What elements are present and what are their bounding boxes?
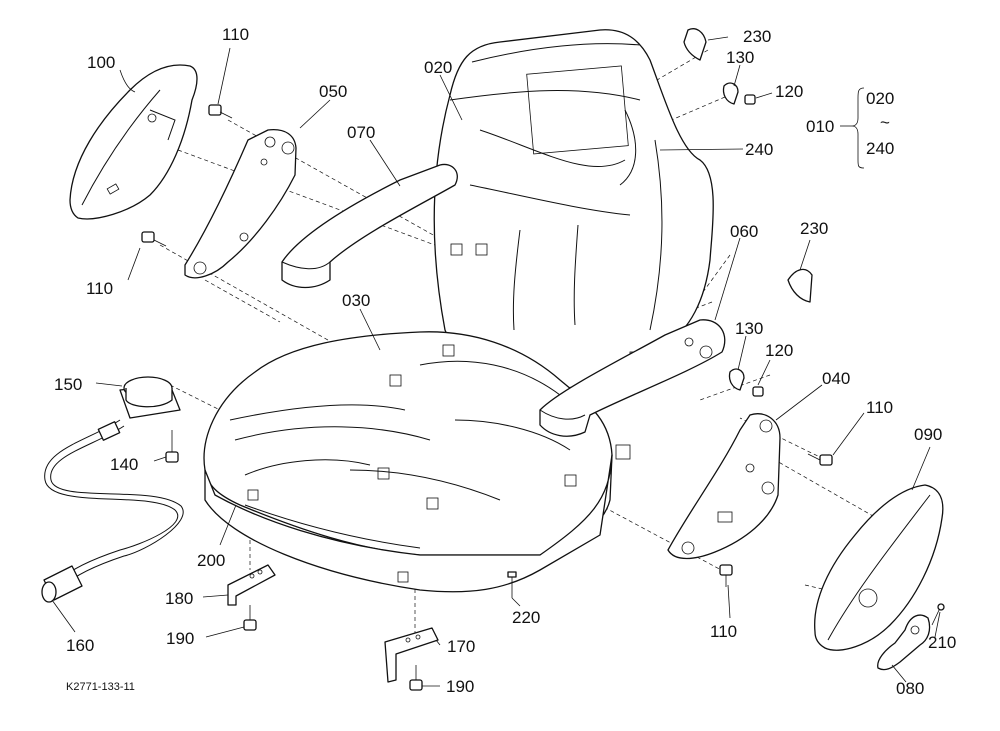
callout-080: 080	[896, 679, 924, 698]
callout-150: 150	[54, 375, 82, 394]
assembly-range-to: 240	[866, 139, 894, 158]
assembly-group-010: 010 020 ~ 240	[806, 87, 894, 169]
bolt-110-b	[141, 231, 167, 247]
drawing-code: K2771-133-11	[66, 681, 135, 693]
screw-210	[931, 603, 945, 626]
end-cap-230-right	[787, 268, 813, 303]
callout-170: 170	[447, 637, 475, 656]
side-cover-090	[814, 484, 944, 651]
seat-switch-150	[119, 376, 181, 419]
bracket-170	[384, 627, 439, 683]
callout-130-right: 130	[735, 319, 763, 338]
callout-180: 180	[165, 589, 193, 608]
callout-140: 140	[110, 455, 138, 474]
callout-240: 240	[745, 140, 773, 159]
callout-160: 160	[66, 636, 94, 655]
bracket-180	[227, 564, 276, 606]
bolt-120-b	[752, 386, 764, 397]
bolt-190-b	[409, 665, 423, 691]
bolt-110-c	[807, 453, 833, 466]
end-cap-230-top	[683, 28, 707, 61]
clip-130-top	[722, 82, 739, 105]
assembly-group-label: 010	[806, 117, 834, 136]
bracket-040	[667, 413, 781, 560]
callout-leaders	[51, 36, 941, 687]
callout-190-left: 190	[166, 629, 194, 648]
callout-230-right: 230	[800, 219, 828, 238]
callout-210: 210	[928, 633, 956, 652]
bracket-050	[184, 129, 297, 279]
bolt-110-d	[719, 564, 733, 587]
bolt-140	[165, 430, 179, 463]
clip-130-right	[728, 368, 745, 391]
bolt-190-a	[243, 605, 257, 631]
side-cover-100	[69, 64, 198, 220]
callout-120-right: 120	[765, 341, 793, 360]
callout-040: 040	[822, 369, 850, 388]
callout-200: 200	[197, 551, 225, 570]
callout-130-top: 130	[726, 48, 754, 67]
armrest-060	[539, 319, 726, 437]
callout-110-right: 110	[866, 398, 893, 417]
callout-120-top: 120	[775, 82, 803, 101]
lever-080	[877, 614, 931, 671]
bolt-110-a	[208, 104, 233, 119]
bolt-120-a	[744, 94, 756, 105]
callout-190-bottom: 190	[446, 677, 474, 696]
callout-020: 020	[424, 58, 452, 77]
assembly-range-from: 020	[866, 89, 894, 108]
armrest-070	[281, 163, 458, 289]
callout-labels: 100 110 050 020 230 130 120 070 240 110 …	[54, 25, 956, 698]
callout-050: 050	[319, 82, 347, 101]
screw-220	[507, 571, 517, 598]
wire-harness-160	[41, 419, 184, 603]
callout-110-left: 110	[86, 279, 113, 298]
callout-220: 220	[512, 608, 540, 627]
callout-030: 030	[342, 291, 370, 310]
callout-230-top: 230	[743, 27, 771, 46]
callout-070: 070	[347, 123, 375, 142]
callout-100: 100	[87, 53, 115, 72]
callout-110-top: 110	[222, 25, 249, 44]
callout-090: 090	[914, 425, 942, 444]
callout-060: 060	[730, 222, 758, 241]
assembly-range-separator: ~	[880, 113, 890, 132]
callout-110-bottom: 110	[710, 622, 737, 641]
